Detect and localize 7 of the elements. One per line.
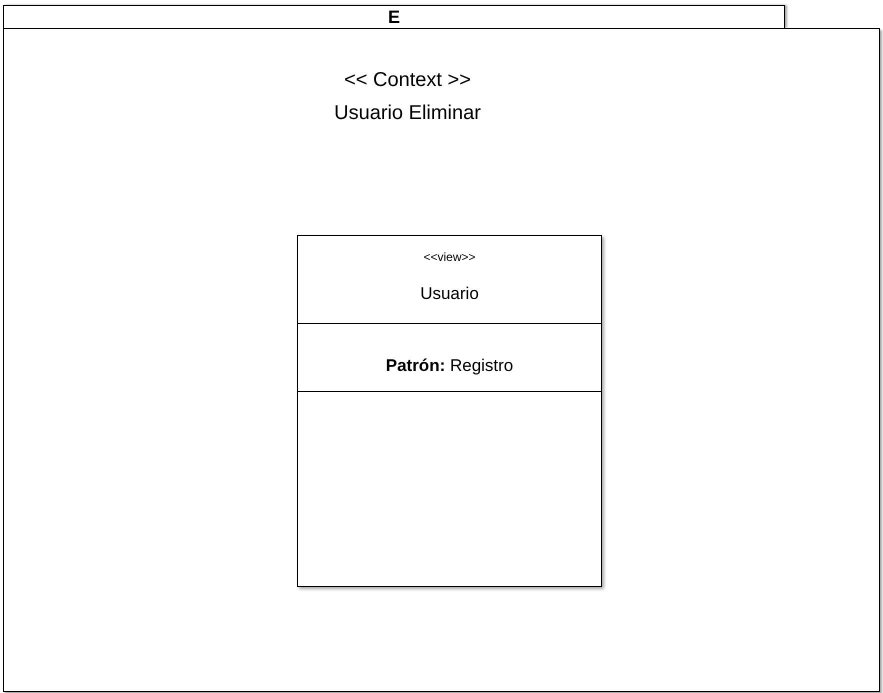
stereotype-label: <<view>>	[422, 250, 477, 264]
attribute-text: Patrón: Registro	[384, 356, 514, 376]
package-name: Usuario Eliminar	[333, 102, 482, 125]
package-tab: E	[3, 5, 785, 28]
class-box	[297, 235, 602, 587]
stereotype-label: << Context >>	[343, 69, 472, 92]
class-name: Usuario	[419, 284, 480, 304]
